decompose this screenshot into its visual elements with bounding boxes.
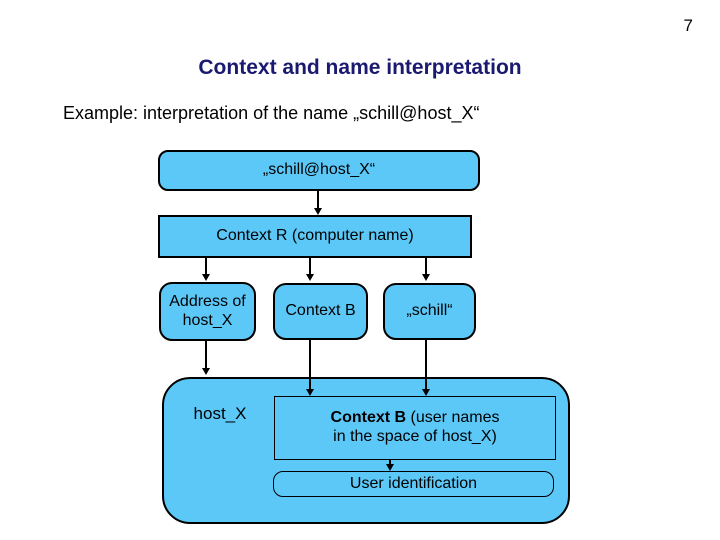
arrowhead-contextb-to-usercontext bbox=[306, 389, 314, 396]
address-box-line2: host_X bbox=[182, 311, 233, 329]
arrowhead-address-to-host bbox=[202, 368, 210, 375]
user-id-box: User identification bbox=[273, 471, 554, 497]
name-box: „schill@host_X“ bbox=[158, 150, 480, 191]
context-r-label: Context R (computer name) bbox=[216, 227, 414, 245]
arrow-schill-to-usercontext bbox=[425, 340, 427, 389]
host-x-label: host_X bbox=[193, 404, 247, 423]
user-context-box: Context B (user names in the space of ho… bbox=[274, 396, 556, 460]
example-text: Example: interpretation of the name „sch… bbox=[63, 103, 480, 123]
arrow-contextr-to-schill bbox=[425, 258, 427, 274]
user-context-rest: (user names bbox=[406, 409, 500, 427]
arrow-contextr-to-contextb bbox=[309, 258, 311, 274]
user-context-line1: Context B (user names bbox=[275, 409, 555, 428]
arrowhead-contextr-to-schill bbox=[422, 274, 430, 281]
context-r-box: Context R (computer name) bbox=[158, 215, 472, 258]
arrow-contextb-to-usercontext bbox=[309, 340, 311, 389]
schill-box: „schill“ bbox=[383, 283, 476, 340]
arrow-address-to-host bbox=[205, 341, 207, 368]
arrowhead-contextr-to-contextb bbox=[306, 274, 314, 281]
arrowhead-contextr-to-address bbox=[202, 274, 210, 281]
address-box-line1: Address of bbox=[169, 292, 246, 310]
arrowhead-usercontext-to-userid bbox=[386, 464, 394, 471]
user-context-bold: Context B bbox=[330, 409, 407, 427]
arrow-name-to-contextr bbox=[317, 191, 319, 208]
arrow-contextr-to-address bbox=[205, 258, 207, 274]
page-number: 7 bbox=[683, 16, 693, 35]
arrowhead-name-to-contextr bbox=[314, 208, 322, 215]
slide-title: Context and name interpretation bbox=[198, 56, 522, 79]
name-box-label: „schill@host_X“ bbox=[262, 161, 376, 179]
schill-box-label: „schill“ bbox=[406, 302, 453, 320]
context-b-label: Context B bbox=[285, 302, 356, 320]
arrowhead-schill-to-usercontext bbox=[422, 389, 430, 396]
context-b-box: Context B bbox=[273, 283, 368, 340]
arrow-usercontext-to-userid bbox=[389, 460, 391, 465]
user-context-line2: in the space of host_X) bbox=[333, 428, 497, 445]
user-id-label: User identification bbox=[349, 474, 478, 492]
